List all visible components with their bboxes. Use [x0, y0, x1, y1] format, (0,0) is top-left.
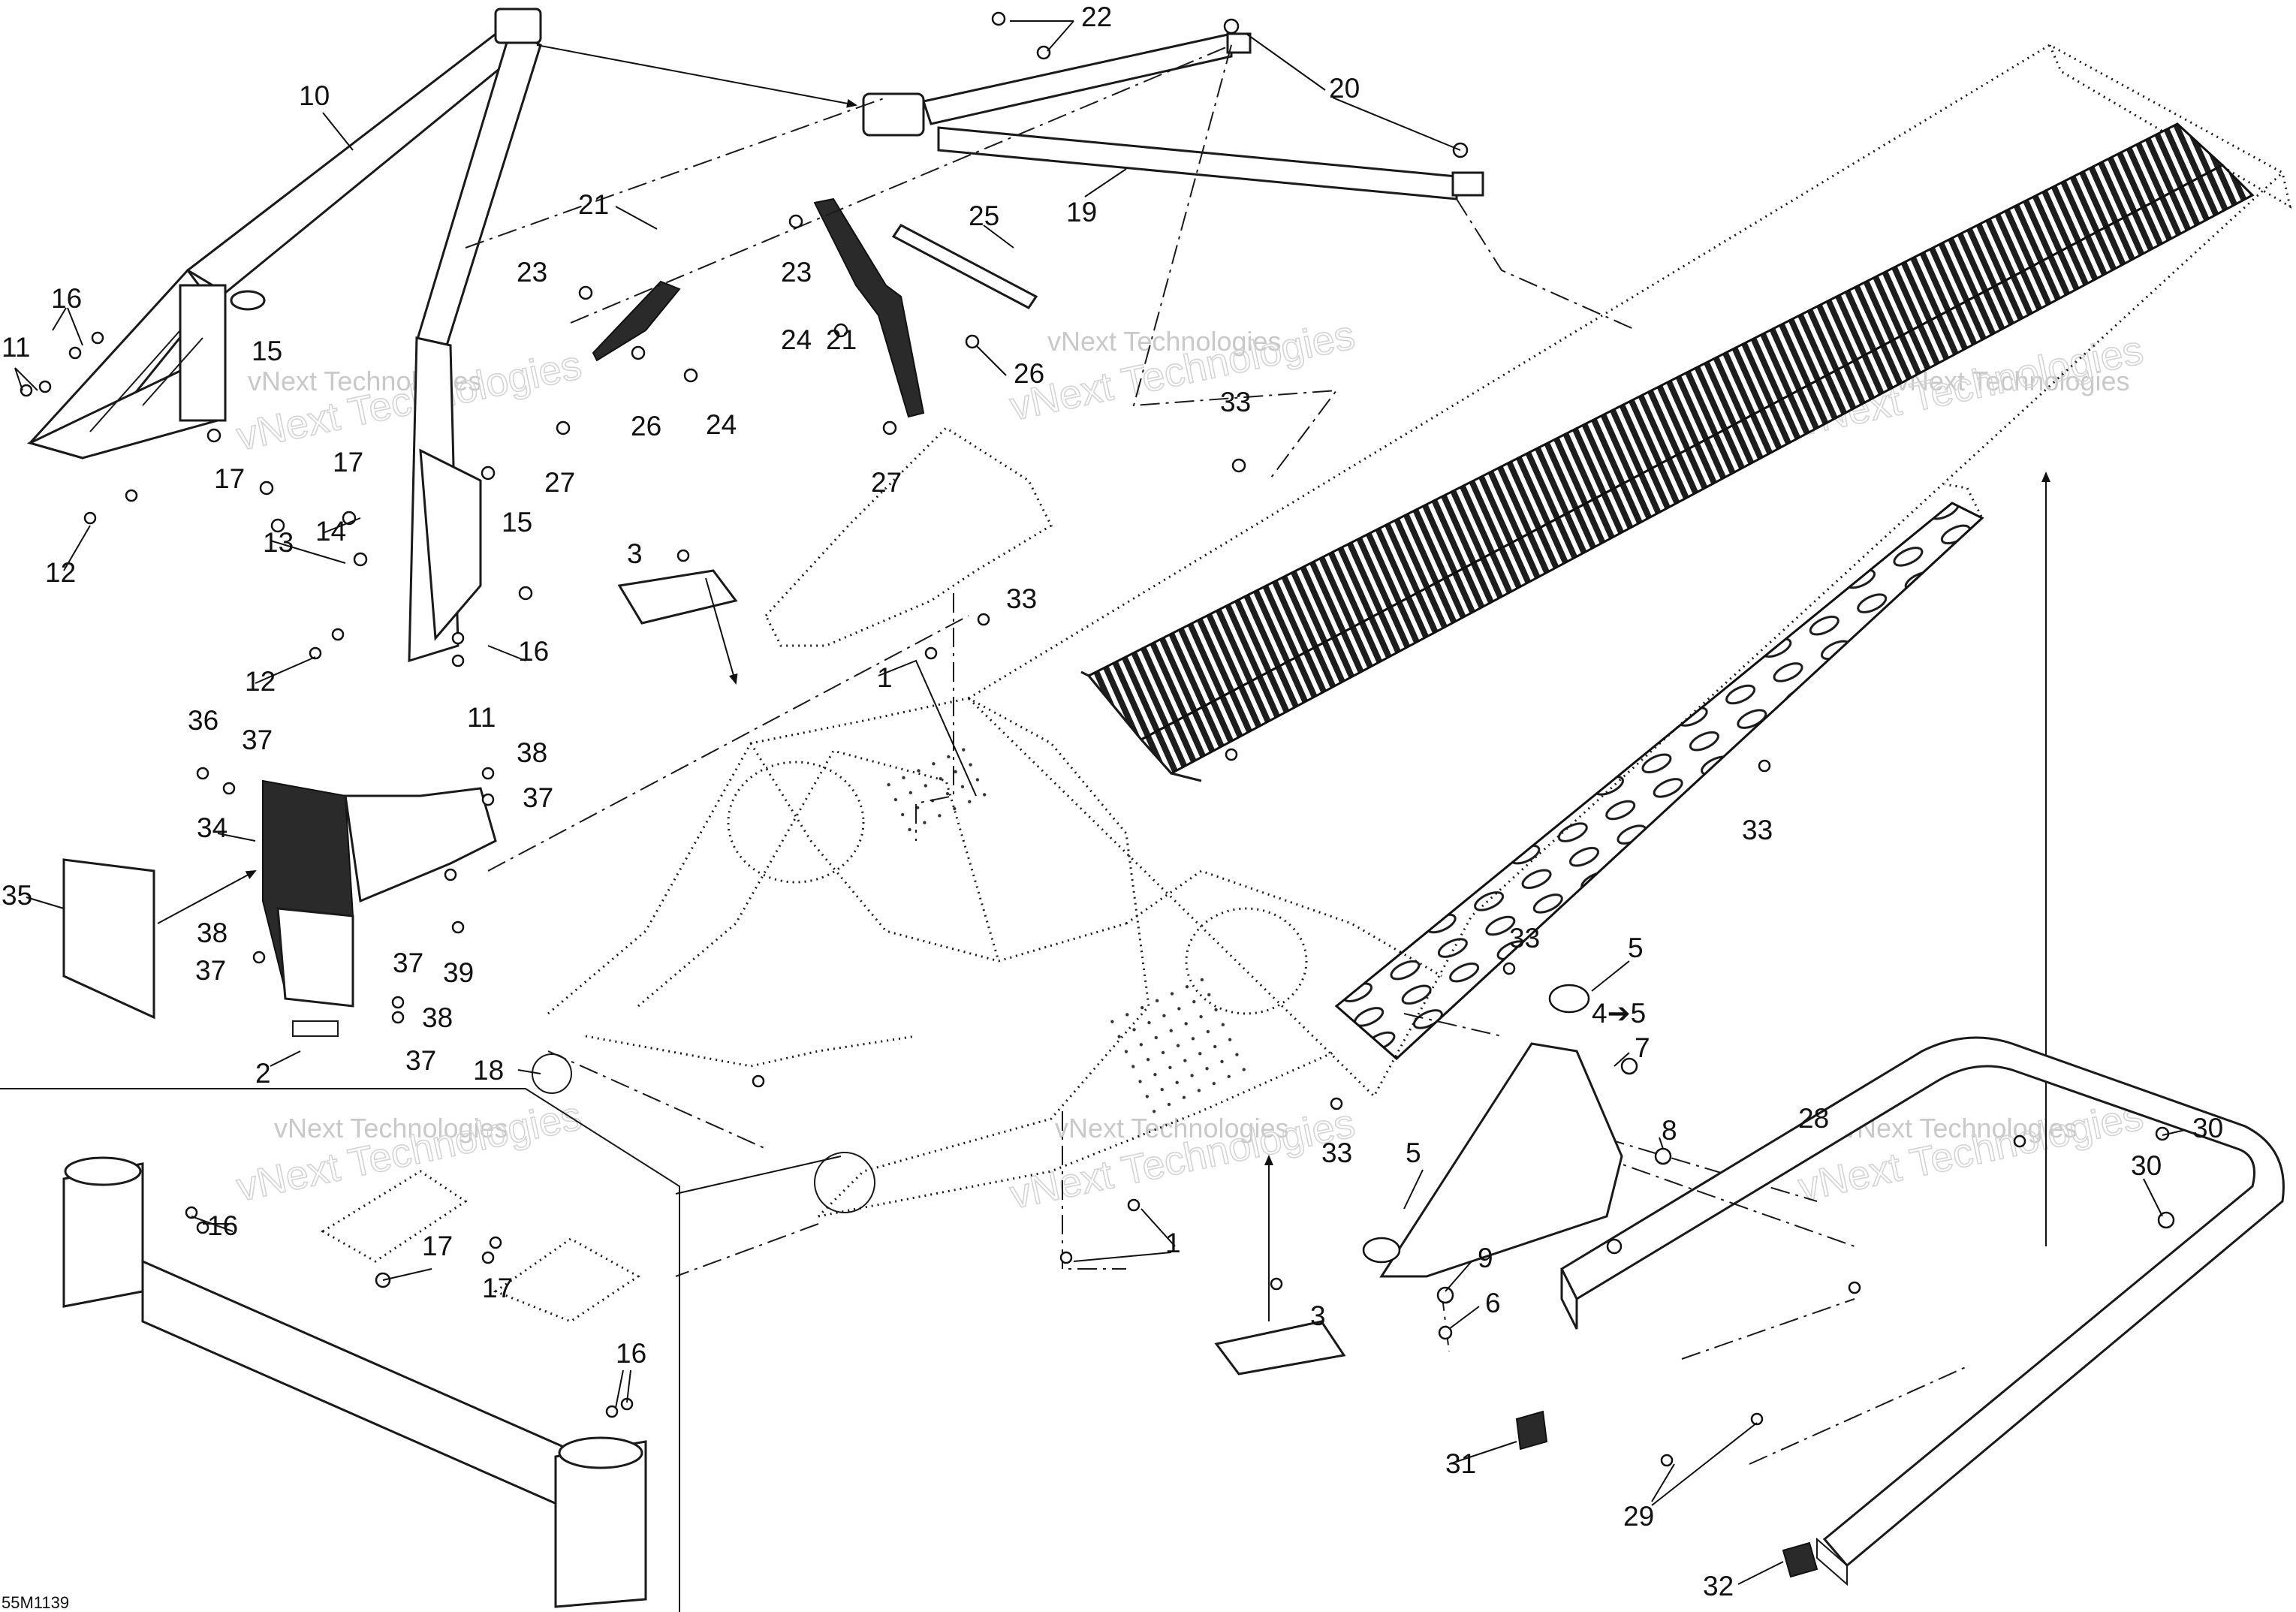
rivet-field: [876, 739, 1001, 845]
callout-37: 37: [405, 1045, 436, 1076]
callout-33: 33: [1321, 1137, 1352, 1168]
tunnel-side-rail: [1334, 502, 1984, 1061]
watermark-text: vNext Technologies: [1055, 1113, 1289, 1143]
callout-12: 12: [45, 557, 76, 588]
callout-leaders: [14, 20, 2186, 1585]
callout-33: 33: [1509, 923, 1540, 954]
rivet-field: [1108, 973, 1249, 1114]
callout-14: 14: [315, 516, 346, 547]
rear-bumper: [1515, 1036, 2285, 1586]
callout-38: 38: [517, 737, 547, 768]
watermark-text: vNext Technologies: [233, 342, 586, 459]
steering-column-frame: [26, 8, 542, 663]
watermark-text: vNext Technologies: [274, 1113, 508, 1143]
callout-16: 16: [51, 283, 82, 314]
footrest-plate-3: [1214, 1320, 1346, 1375]
center-bracket: [764, 426, 1053, 647]
callout-24: 24: [706, 409, 737, 440]
callout-22: 22: [1081, 2, 1112, 32]
callout-37: 37: [393, 948, 423, 978]
callout-21: 21: [826, 324, 857, 355]
callout-10: 10: [299, 80, 330, 111]
callout-17: 17: [482, 1273, 513, 1303]
callout-19: 19: [1066, 197, 1097, 227]
callout-4-to-5: 4➔5: [1592, 998, 1646, 1029]
callout-11: 11: [467, 702, 496, 733]
watermark-text: vNext Technologies: [233, 1093, 586, 1210]
drawing-code: 55M1139: [2, 1593, 69, 1612]
callout-5: 5: [1406, 1137, 1421, 1168]
callout-28: 28: [1798, 1103, 1829, 1134]
callout-38: 38: [422, 1002, 453, 1033]
hardware: [20, 11, 2175, 1467]
callout-27: 27: [871, 467, 902, 498]
callout-33: 33: [1742, 815, 1773, 845]
suspension-bracket: [1362, 984, 1623, 1278]
heat-exchanger: [1139, 164, 2255, 775]
callout-17: 17: [422, 1231, 453, 1261]
watermark-text: vNext Technologies: [1843, 1113, 2078, 1143]
callout-15: 15: [502, 507, 532, 538]
callout-2: 2: [255, 1058, 271, 1089]
callout-32: 32: [1703, 1571, 1734, 1601]
callout-37: 37: [523, 782, 553, 813]
callout-9: 9: [1478, 1243, 1493, 1273]
callout-3: 3: [1310, 1300, 1326, 1331]
callout-17: 17: [214, 463, 245, 494]
watermark-text: vNext Technologies: [1896, 366, 2130, 396]
callout-21: 21: [578, 189, 609, 220]
callout-30: 30: [2192, 1113, 2223, 1143]
decal-35: [62, 858, 155, 1020]
watermark-text: vNext Technologies: [1047, 326, 1282, 357]
side-panel: [62, 779, 497, 1037]
callout-24: 24: [781, 324, 812, 355]
callout-39: 39: [443, 957, 474, 988]
callout-labels: 10 22 20 19 21 23 23 25 26 26 24 24 21 2…: [2, 2, 2223, 1612]
callout-20: 20: [1329, 73, 1360, 104]
callout-23: 23: [517, 257, 547, 288]
detail-inset: [0, 1088, 680, 1612]
callout-29: 29: [1623, 1501, 1654, 1532]
callout-38: 38: [197, 917, 227, 948]
callout-37: 37: [242, 725, 273, 755]
tunnel-assembly: [547, 44, 2292, 1218]
callout-30: 30: [2131, 1150, 2162, 1181]
callout-11: 11: [2, 332, 30, 363]
upper-brace: [862, 32, 1484, 200]
callout-34: 34: [197, 812, 227, 843]
callout-16: 16: [207, 1210, 238, 1241]
callout-26: 26: [631, 411, 661, 441]
callout-18: 18: [473, 1055, 504, 1086]
callout-7: 7: [1635, 1032, 1650, 1063]
callout-15: 15: [252, 336, 282, 366]
callout-33: 33: [1220, 387, 1251, 417]
callout-26: 26: [1014, 358, 1044, 389]
callout-3: 3: [627, 538, 643, 569]
callout-6: 6: [1485, 1288, 1501, 1318]
callout-16: 16: [616, 1338, 646, 1369]
callout-25: 25: [969, 200, 999, 231]
footrest-plate-3: [617, 569, 738, 625]
callout-37: 37: [195, 955, 226, 986]
callout-8: 8: [1662, 1115, 1677, 1146]
callout-5: 5: [1628, 933, 1644, 963]
callout-36: 36: [188, 705, 218, 736]
callout-1: 1: [877, 662, 893, 693]
callout-16: 16: [518, 636, 549, 667]
callout-27: 27: [544, 467, 575, 498]
callout-33: 33: [1006, 583, 1037, 614]
callout-17: 17: [333, 447, 363, 478]
shaft-25: [891, 224, 1038, 309]
callout-35: 35: [2, 880, 32, 911]
callout-23: 23: [781, 257, 812, 288]
leader-lines: [157, 44, 2050, 1352]
brackets-21: [592, 197, 925, 418]
heat-exchanger: [1086, 122, 2225, 741]
